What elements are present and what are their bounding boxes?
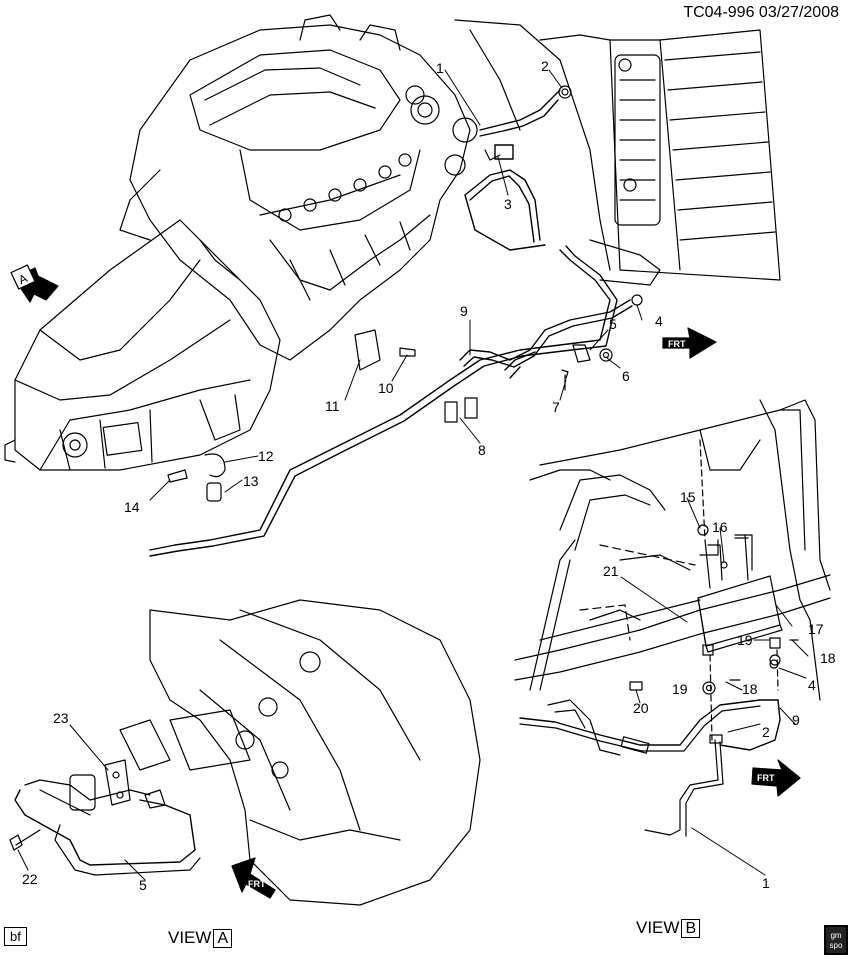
callout-17: 17	[808, 621, 824, 637]
callout-1: 1	[436, 60, 444, 76]
callout-8: 8	[478, 442, 486, 458]
diagram-id-date: TC04-996 03/27/2008	[683, 4, 839, 21]
bf-tag: bf	[4, 927, 27, 946]
view-b-detail	[514, 399, 831, 837]
callout-7: 7	[552, 399, 560, 415]
radiator-frame	[454, 19, 781, 286]
callout-10: 10	[378, 380, 394, 396]
callout-23: 23	[53, 710, 69, 726]
view-a-prefix: VIEW	[168, 928, 212, 947]
engine-assembly	[119, 14, 478, 361]
callout-4: 4	[655, 313, 663, 329]
view-a-arrow	[10, 264, 59, 303]
callout-9: 9	[460, 303, 468, 319]
callout-19-upper: 19	[737, 632, 753, 648]
view-b-prefix: VIEW	[636, 918, 680, 937]
frt-labels: FRT FRT FRT	[248, 339, 775, 889]
callout-21: 21	[603, 563, 619, 579]
frt-label-view-a: FRT	[248, 879, 266, 889]
view-a-caption: VIEW A	[168, 928, 233, 948]
callout-16: 16	[712, 519, 728, 535]
callout-11: 11	[325, 398, 340, 414]
callout-3: 3	[504, 196, 512, 212]
frt-arrow-upper	[662, 327, 717, 359]
callout-19-lower: 19	[672, 681, 688, 697]
frt-label-upper: FRT	[668, 339, 686, 349]
callout-5-view-a: 5	[139, 877, 147, 893]
callout-22: 22	[22, 871, 38, 887]
view-a-detail	[9, 599, 481, 906]
callout-18-upper: 18	[820, 650, 836, 666]
callout-13: 13	[243, 473, 259, 489]
view-b-letter: B	[681, 918, 701, 938]
view-a-letter: A	[213, 928, 233, 948]
leader-lines	[17, 69, 809, 881]
callout-20: 20	[633, 700, 649, 716]
callout-labels: 1 2 3 4 5 6 7 8 9 10 11 12 13 14 15 16 1…	[22, 58, 836, 893]
callout-2-view-b: 2	[762, 724, 770, 740]
cooler-lines-main	[149, 89, 633, 557]
callout-1-view-b: 1	[762, 875, 770, 891]
frt-label-view-b: FRT	[757, 773, 775, 783]
transmission-assembly	[4, 219, 281, 471]
callout-18-lower: 18	[742, 681, 758, 697]
callout-2: 2	[541, 58, 549, 74]
callout-6: 6	[622, 368, 630, 384]
callout-12: 12	[258, 448, 274, 464]
callout-9-view-b: 9	[792, 712, 800, 728]
callout-4-view-b: 4	[808, 677, 816, 693]
callout-5: 5	[609, 316, 617, 332]
gm-spo-logo: gm spo	[824, 925, 848, 955]
callout-15: 15	[680, 489, 696, 505]
callout-14: 14	[124, 499, 140, 515]
hardware-upper	[167, 85, 643, 502]
view-b-caption: VIEW B	[636, 918, 701, 938]
